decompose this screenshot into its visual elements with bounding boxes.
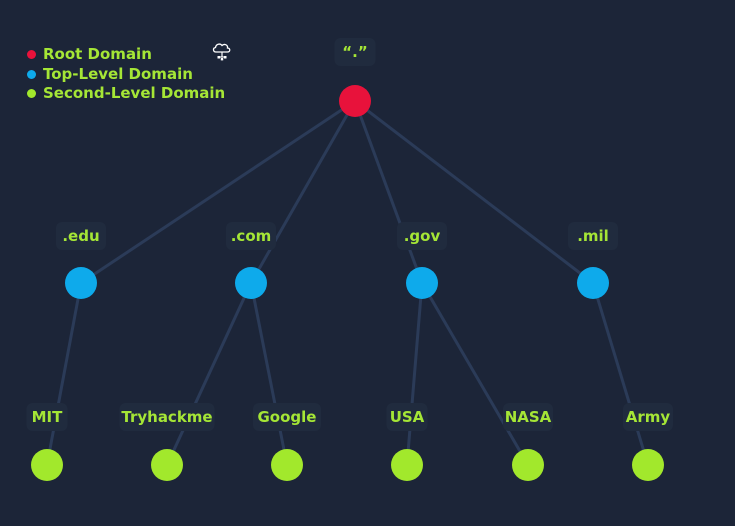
tld-node-edu bbox=[65, 267, 97, 299]
sld-label-usa-bg bbox=[386, 403, 428, 431]
sld-label-usa: USA bbox=[390, 408, 425, 426]
legend-dot-root bbox=[27, 50, 36, 60]
edge-root-edu bbox=[80, 99, 356, 285]
legend-item-sld: Second-Level Domain bbox=[24, 84, 225, 104]
edge-root-com bbox=[249, 100, 357, 284]
sld-node-army bbox=[632, 449, 664, 481]
tld-label-edu-bg bbox=[56, 222, 106, 250]
sld-node-usa bbox=[391, 449, 423, 481]
sld-label-google: Google bbox=[258, 408, 317, 426]
edge-root-mil bbox=[354, 99, 594, 285]
sld-node-google bbox=[271, 449, 303, 481]
legend-dot-tld bbox=[27, 69, 36, 79]
sld-label-google-bg bbox=[253, 403, 321, 431]
edge-gov-nasa bbox=[420, 282, 530, 466]
tld-label-gov: .gov bbox=[404, 227, 441, 245]
root-node bbox=[339, 85, 371, 117]
sld-label-mit-bg bbox=[26, 403, 68, 431]
sld-label-tryhackme: Tryhackme bbox=[121, 408, 212, 426]
tld-node-gov bbox=[406, 267, 438, 299]
legend-item-root: Root Domain bbox=[24, 45, 225, 65]
sld-node-tryhackme bbox=[151, 449, 183, 481]
legend-label-tld: Top-Level Domain bbox=[43, 64, 193, 83]
sld-label-mit: MIT bbox=[32, 408, 64, 426]
sld-node-mit bbox=[31, 449, 63, 481]
legend: Root Domain Top-Level Domain Second-Leve… bbox=[24, 45, 225, 104]
tld-node-com bbox=[235, 267, 267, 299]
edge-edu-mit bbox=[45, 282, 83, 466]
root-label-bg bbox=[334, 38, 376, 66]
root-label: “.” bbox=[342, 43, 367, 61]
edge-com-google bbox=[249, 282, 289, 466]
edge-gov-usa bbox=[405, 282, 424, 466]
tld-label-com: .com bbox=[231, 227, 272, 245]
sld-node-nasa bbox=[512, 449, 544, 481]
tld-label-edu: .edu bbox=[62, 227, 99, 245]
legend-item-tld: Top-Level Domain bbox=[24, 65, 225, 85]
tld-label-gov-bg bbox=[397, 222, 447, 250]
sld-label-nasa-bg bbox=[503, 403, 553, 431]
legend-dot-sld bbox=[27, 89, 36, 99]
edge-root-gov bbox=[353, 100, 424, 284]
tree-edges bbox=[45, 99, 650, 466]
tld-label-mil: .mil bbox=[577, 227, 609, 245]
sld-label-army: Army bbox=[626, 408, 671, 426]
sld-label-nasa: NASA bbox=[505, 408, 552, 426]
legend-label-sld: Second-Level Domain bbox=[43, 84, 226, 102]
sld-label-army-bg bbox=[623, 403, 673, 431]
legend-label-root: Root Domain bbox=[43, 45, 152, 63]
tld-label-com-bg bbox=[226, 222, 276, 250]
cloud-network-icon bbox=[212, 43, 231, 61]
edge-mil-army bbox=[591, 282, 650, 466]
edge-com-tryhackme bbox=[165, 282, 253, 466]
tld-node-mil bbox=[577, 267, 609, 299]
tld-label-mil-bg bbox=[568, 222, 618, 250]
tree-nodes bbox=[31, 85, 664, 481]
sld-label-tryhackme-bg bbox=[119, 403, 215, 431]
